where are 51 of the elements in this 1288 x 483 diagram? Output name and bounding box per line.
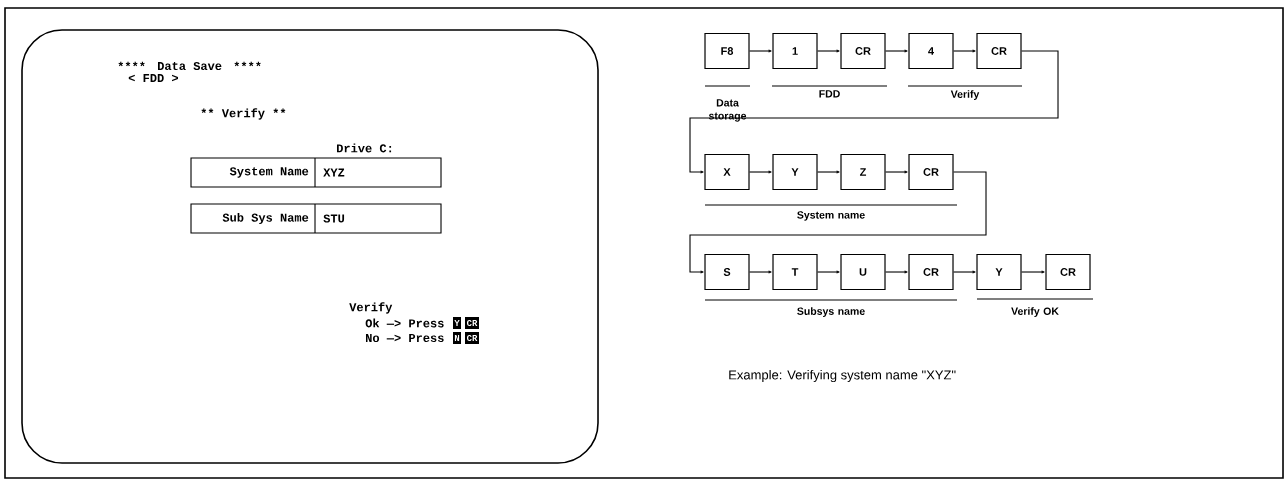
key-box: Y xyxy=(772,153,818,191)
arrow xyxy=(689,50,1059,174)
arrow xyxy=(817,49,840,53)
arrow xyxy=(749,270,772,274)
input-row: Sub Sys Name STU xyxy=(190,203,442,234)
key-box: 4 xyxy=(908,32,954,70)
group-label: Verify OK xyxy=(1011,307,1059,317)
screen-text: ** Verify ** xyxy=(201,108,286,120)
arrow xyxy=(953,49,976,53)
arrow xyxy=(885,170,908,174)
arrow xyxy=(749,49,772,53)
key-box: CR xyxy=(908,253,954,291)
group-label: Verify xyxy=(950,90,980,100)
group-label: FDD xyxy=(819,90,840,98)
key-box: X xyxy=(704,153,750,191)
group-label: System name xyxy=(797,211,865,221)
input-row: System Name XYZ xyxy=(190,157,442,188)
screen-text: No —> Press xyxy=(366,334,444,342)
key-box: CR xyxy=(840,32,886,70)
screen-text: Drive C: xyxy=(337,143,392,153)
key-box: T xyxy=(772,253,818,291)
screen-text: Verify xyxy=(349,302,393,314)
key-box: Z xyxy=(840,153,886,191)
key-cap: CR xyxy=(465,332,479,344)
key-box: CR xyxy=(1045,253,1091,291)
arrow xyxy=(953,270,976,274)
screen-text: Ok —> Press xyxy=(365,318,444,328)
key-box: S xyxy=(704,253,750,291)
arrow xyxy=(749,170,772,174)
group-label: Data storage xyxy=(708,99,747,122)
key-box: F8 xyxy=(704,32,750,70)
arrow xyxy=(817,170,840,174)
group-label: Subsys name xyxy=(797,307,865,317)
key-box: 1 xyxy=(772,32,818,70)
screen-text: < FDD > xyxy=(128,74,178,82)
arrow xyxy=(817,270,840,274)
key-box: CR xyxy=(908,153,954,191)
arrow xyxy=(1021,270,1045,274)
arrow xyxy=(689,171,987,274)
key-cap: N xyxy=(453,332,461,344)
caption: Example: Verifying system name "XYZ" xyxy=(729,369,956,383)
screen-text: Data Save xyxy=(158,61,222,71)
arrow xyxy=(885,49,908,53)
screen-text: **** xyxy=(234,61,261,67)
key-cap: Y xyxy=(453,317,461,329)
key-box: U xyxy=(840,253,886,291)
arrow xyxy=(885,270,908,274)
key-box: Y xyxy=(976,253,1022,291)
screen-text: **** xyxy=(118,61,145,67)
key-cap: CR xyxy=(465,317,479,329)
key-box: CR xyxy=(976,32,1022,70)
